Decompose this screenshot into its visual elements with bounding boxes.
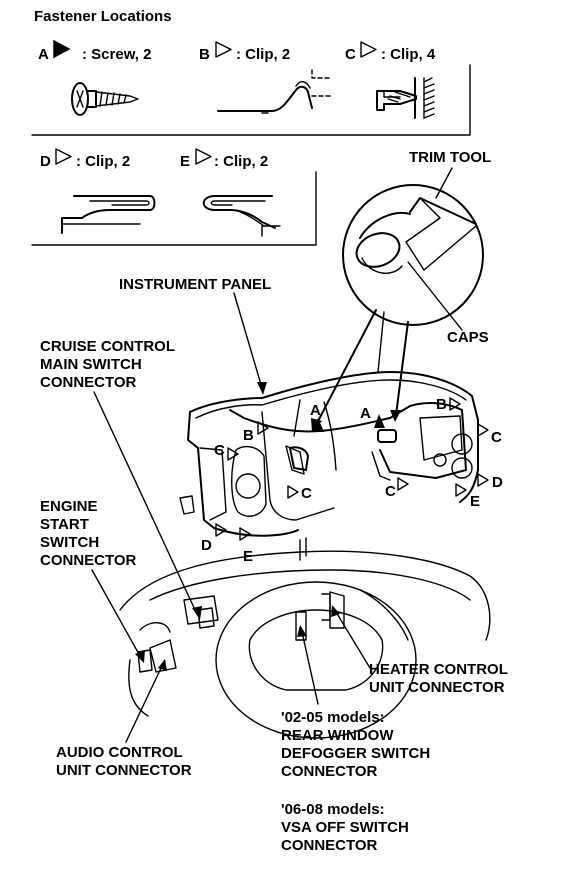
rear-window-leader [301, 631, 319, 705]
magnifier-projection-left [315, 309, 377, 426]
magnifier-projection-right [395, 321, 409, 416]
heater-control-label: HEATER CONTROL UNIT CONNECTOR [369, 661, 508, 696]
heater-control-leader [335, 611, 371, 669]
trim-tool-detail [342, 184, 484, 326]
clip-b-right-triangle-icon [449, 397, 461, 411]
clip-c-right-triangle-icon [477, 423, 489, 437]
fastener-c-label: : Clip, 4 [381, 46, 436, 63]
clip-d-right-triangle-icon [477, 473, 489, 487]
clip-e-illustration [202, 195, 281, 237]
callout-a-right: A [360, 405, 371, 422]
fastener-e-label: : Clip, 2 [214, 153, 269, 170]
callout-c-center: C [301, 485, 312, 502]
clip-b-left-triangle-icon [257, 421, 269, 435]
clip-b-illustration [217, 69, 331, 114]
fastener-b-label: : Clip, 2 [236, 46, 291, 63]
rear-window-arrow-icon [297, 625, 307, 637]
fastener-a-label: : Screw, 2 [82, 46, 152, 63]
callout-c-left: C [214, 442, 225, 459]
cruise-control-leader [93, 391, 197, 613]
screw-illustration [71, 82, 139, 116]
callout-b-left: B [243, 427, 254, 444]
callout-e-right: E [470, 493, 481, 510]
caps-label: CAPS [447, 329, 489, 346]
page-title: Fastener Locations [34, 8, 172, 25]
fastener-b-letter: B [199, 46, 210, 63]
fastener-a-filled-triangle-icon [53, 39, 71, 59]
trim-tool-label: TRIM TOOL [409, 149, 492, 166]
audio-control-leader [125, 665, 163, 743]
fastener-b-triangle-icon [215, 41, 232, 58]
steering-dash-drawing [119, 537, 491, 739]
cruise-control-arrow-icon [192, 606, 202, 620]
vsa-off-label: '06-08 models: VSA OFF SWITCH CONNECTOR [281, 801, 409, 854]
heater-control-arrow-icon [331, 605, 340, 617]
callout-a-left: A [310, 402, 321, 419]
magnifier-projection-shaft [377, 311, 385, 373]
cruise-control-label: CRUISE CONTROL MAIN SWITCH CONNECTOR [40, 338, 175, 391]
fastener-d-triangle-icon [55, 148, 72, 165]
screw-a-right-triangle-icon [374, 414, 385, 428]
audio-control-label: AUDIO CONTROL UNIT CONNECTOR [56, 744, 192, 779]
legend-frame-top [31, 64, 471, 136]
instrument-panel-leader [233, 292, 263, 389]
callout-c-bottom: C [385, 483, 396, 500]
clip-d-illustration [61, 195, 156, 234]
clip-c-left-triangle-icon [227, 447, 239, 461]
clip-c-center-triangle-icon [287, 485, 299, 499]
engine-start-arrow-icon [135, 650, 145, 663]
fastener-c-triangle-icon [360, 41, 377, 58]
instrument-panel-arrow-icon [257, 382, 267, 395]
clip-d-left-triangle-icon [215, 523, 227, 537]
fastener-e-triangle-icon [195, 148, 212, 165]
clip-c-illustration [376, 77, 435, 119]
audio-control-arrow-icon [158, 659, 167, 671]
clip-e-right-triangle-icon [455, 483, 467, 497]
engine-start-label: ENGINE START SWITCH CONNECTOR [40, 498, 137, 569]
fastener-c-letter: C [345, 46, 356, 63]
fastener-e-letter: E [180, 153, 191, 170]
callout-c-right: C [491, 429, 502, 446]
instrument-panel-label: INSTRUMENT PANEL [119, 276, 272, 293]
fastener-d-label: : Clip, 2 [76, 153, 131, 170]
fastener-d-letter: D [40, 153, 51, 170]
engine-start-leader [91, 569, 141, 657]
screw-a-left-triangle-icon [312, 418, 324, 432]
legend-frame-bottom [31, 171, 317, 246]
clip-c-bottom-triangle-icon [397, 477, 409, 491]
fastener-a-letter: A [38, 46, 49, 63]
rear-window-label: '02-05 models: REAR WINDOW DEFOGGER SWIT… [281, 709, 431, 780]
caps-leader [407, 261, 463, 331]
clip-e-left-triangle-icon [239, 527, 251, 541]
trim-tool-leader [435, 167, 453, 199]
callout-d-left: D [201, 537, 212, 554]
callout-d-right: D [492, 474, 503, 491]
instrument-panel-drawing [179, 371, 479, 537]
